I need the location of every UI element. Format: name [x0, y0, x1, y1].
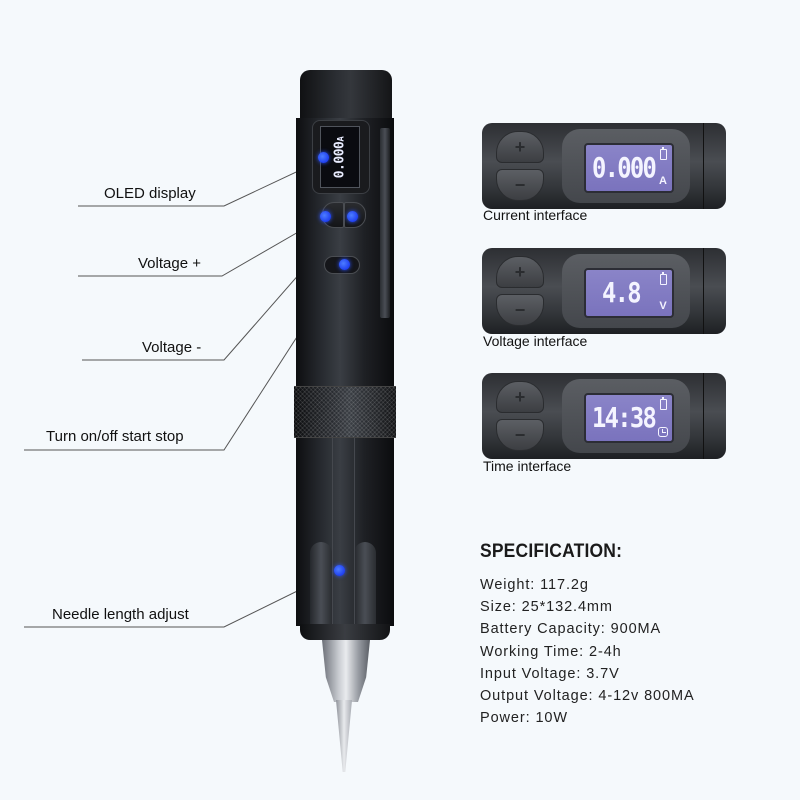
- voltage-minus-indicator-dot: [347, 211, 358, 222]
- time-interface-panel: + − 14:38: [482, 373, 726, 459]
- pen-side-clip: [380, 128, 390, 318]
- voltage-interface-panel: + − 4.8 V: [482, 248, 726, 334]
- pen-oled-unit: A: [336, 136, 347, 142]
- current-interface-caption: Current interface: [483, 207, 588, 223]
- panel-divider: [703, 373, 704, 459]
- battery-icon: [659, 272, 667, 285]
- spec-weight: Weight: 117.2g: [480, 577, 589, 593]
- voltage-plus-indicator-dot: [320, 211, 331, 222]
- minus-button[interactable]: −: [496, 169, 544, 201]
- needle-cartridge: [322, 640, 370, 702]
- battery-icon: [659, 147, 667, 160]
- spec-battery-capacity: Battery Capacity: 900MA: [480, 621, 662, 638]
- battery-icon: [659, 397, 667, 410]
- lcd-unit: V: [659, 300, 667, 312]
- spec-power: Power: 10W: [480, 710, 568, 727]
- voltage-interface-caption: Voltage interface: [483, 333, 588, 349]
- specification-list: Weight: 117.2g Size: 25*132.4mm Battery …: [480, 574, 695, 729]
- lcd-value: 14:38: [592, 401, 657, 434]
- minus-button[interactable]: −: [496, 419, 544, 451]
- lcd-value: 4.8: [602, 276, 642, 309]
- current-interface-panel: + − 0.000 A: [482, 123, 726, 209]
- pen-oled-value: 0.000: [332, 141, 348, 178]
- grip-groove: [332, 438, 333, 626]
- panel-divider: [703, 248, 704, 334]
- spec-input-voltage: Input Voltage: 3.7V: [480, 665, 620, 682]
- minus-button[interactable]: −: [496, 294, 544, 326]
- oled-indicator-dot: [318, 152, 329, 163]
- callout-power-button: Turn on/off start stop: [46, 428, 184, 445]
- lcd-screen: 0.000 A: [584, 143, 674, 193]
- callout-voltage-plus: Voltage +: [138, 255, 201, 272]
- pen-collar: [300, 624, 390, 640]
- lcd-screen: 14:38: [584, 393, 674, 443]
- spec-working-time: Working Time: 2-4h: [480, 643, 622, 660]
- time-interface-caption: Time interface: [483, 458, 572, 474]
- lcd-screen: 4.8 V: [584, 268, 674, 318]
- pen-cap: [300, 70, 392, 120]
- grip-groove: [354, 438, 355, 626]
- panel-divider: [703, 123, 704, 209]
- pen-grip: [296, 438, 394, 626]
- callout-voltage-minus: Voltage -: [142, 339, 202, 356]
- lcd-value: 0.000: [592, 151, 657, 184]
- grip-ridge: [354, 542, 376, 626]
- power-indicator-dot: [339, 259, 350, 270]
- specification-title: SPECIFICATION:: [480, 541, 623, 562]
- plus-button[interactable]: +: [496, 131, 544, 163]
- plus-button[interactable]: +: [496, 256, 544, 288]
- callout-needle-adjust: Needle length adjust: [52, 606, 189, 623]
- needle-adjust-indicator-dot: [334, 565, 345, 576]
- lcd-unit: A: [659, 175, 667, 187]
- callout-oled-display: OLED display: [104, 185, 196, 202]
- pen-mid-body: [296, 318, 394, 388]
- needle-tip: [336, 700, 352, 772]
- spec-output-voltage: Output Voltage: 4-12v 800MA: [480, 688, 695, 705]
- clock-icon: [658, 427, 668, 437]
- plus-button[interactable]: +: [496, 381, 544, 413]
- pen-knurled-ring: [294, 386, 396, 438]
- grip-ridge: [310, 542, 332, 626]
- spec-size: Size: 25*132.4mm: [480, 599, 613, 616]
